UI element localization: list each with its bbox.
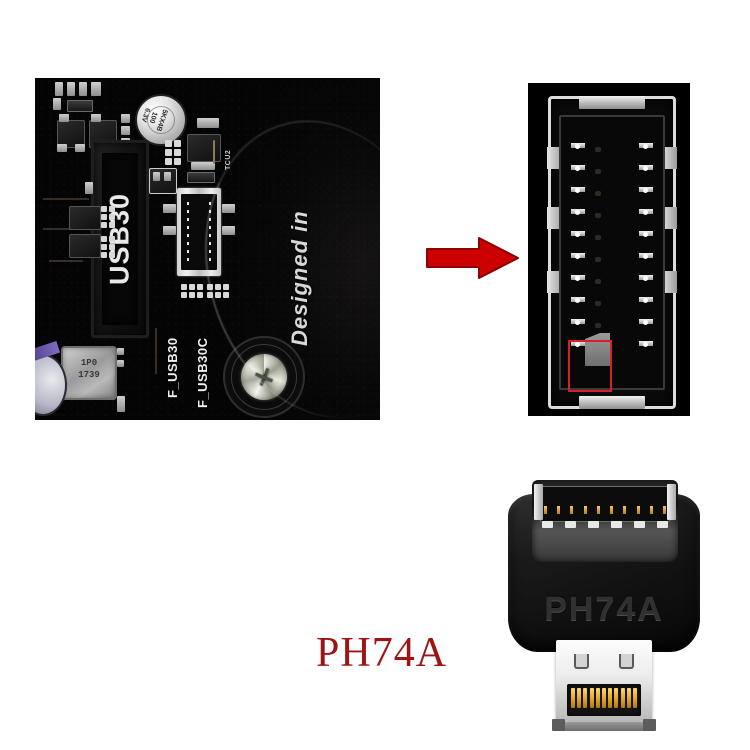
plug-cavity	[567, 684, 641, 716]
smd-pad	[121, 114, 130, 123]
pin-column-left	[571, 143, 585, 347]
type-e-pin-array	[181, 194, 217, 270]
retention-clip	[661, 147, 677, 169]
retention-clip	[661, 207, 677, 229]
solder-tab	[222, 226, 235, 235]
ic-chip	[187, 134, 221, 162]
arrow-right-icon	[426, 237, 519, 279]
adapter-side-post-left	[534, 484, 543, 520]
jumper-pin	[164, 172, 171, 181]
center-rib	[595, 147, 601, 343]
adapter-embossed-label: PH74A	[544, 590, 664, 628]
type-e-connector-onboard	[177, 188, 221, 276]
usb30-header-cavity	[102, 153, 138, 325]
pcb-trace	[43, 198, 89, 200]
solder-tab	[222, 204, 235, 213]
smd-pad	[59, 114, 69, 122]
smd-component	[79, 82, 87, 96]
shield-tab-bottom	[579, 396, 645, 409]
power-inductor: 1P0 1739	[61, 346, 117, 400]
pcb-trace	[213, 140, 215, 164]
smd-component	[85, 182, 93, 194]
jumper-pin	[153, 172, 160, 181]
red-arrow	[425, 235, 520, 281]
smd-pad	[57, 144, 67, 152]
retention-clip	[661, 271, 677, 293]
solder-tab	[163, 226, 176, 235]
highlight-box-keying-notch	[568, 340, 612, 392]
smd-pad	[91, 114, 101, 122]
ph74a-adapter: PH74A	[498, 472, 710, 734]
type-e-header-shell	[547, 96, 677, 409]
smd-component	[117, 396, 125, 412]
smd-pad	[117, 348, 124, 355]
smd-pad-array	[165, 140, 181, 165]
smd-pad	[117, 360, 124, 367]
pcb-trace	[155, 328, 157, 374]
pin-column-right	[639, 143, 653, 347]
smd-component	[53, 98, 61, 110]
smd-transistor	[57, 120, 85, 148]
silkscreen-label-f-usb30: F_USB30	[165, 337, 180, 398]
keying-notch	[585, 333, 610, 366]
mounting-screw	[223, 336, 305, 418]
branding-designed-in: Designed in	[287, 210, 312, 346]
connector-closeup-photo	[528, 83, 690, 416]
smd-resistor	[197, 118, 219, 128]
pcb-trace	[43, 228, 83, 230]
smd-component	[67, 82, 75, 96]
screw-head	[241, 354, 287, 400]
header-cavity	[559, 115, 665, 390]
smd-pad	[191, 162, 215, 170]
smd-resistor	[67, 100, 93, 112]
solder-tab	[163, 204, 176, 213]
plug-latch-right	[619, 654, 634, 669]
silkscreen-label-f-usb30c: F_USB30C	[195, 337, 210, 408]
smd-pad	[75, 144, 85, 152]
capacitor-vent	[147, 106, 175, 134]
phillips-slot-icon	[254, 367, 274, 387]
smd-pad-array	[207, 284, 229, 298]
smd-pad-array	[101, 236, 115, 258]
plug-latch-left	[574, 654, 589, 669]
adapter-top-connector	[532, 480, 678, 562]
plug-tab-right	[643, 719, 656, 731]
smd-resistor	[187, 172, 215, 183]
ic-chip	[69, 234, 101, 258]
inductor-marking-2: 1739	[78, 370, 100, 380]
adapter-top-gold-pins	[544, 506, 666, 514]
ic-chip	[69, 206, 101, 230]
pcb-trace	[49, 260, 83, 262]
shield-tab-top	[579, 96, 645, 109]
smd-pad-array	[181, 284, 203, 298]
plug-tab-left	[552, 719, 565, 731]
inductor-marking-1: 1P0	[80, 358, 98, 368]
plug-base	[556, 722, 652, 731]
adapter-bottom-plug	[552, 640, 656, 731]
smd-component	[91, 82, 101, 96]
plug-gold-pins	[571, 688, 637, 708]
adapter-top-shield-tabs	[542, 521, 668, 528]
adapter-top-slot	[540, 486, 670, 522]
smd-component	[55, 82, 63, 96]
caption-ph74a: PH74A	[316, 630, 448, 676]
adapter-side-post-right	[667, 484, 676, 520]
smd-pad-array	[101, 206, 115, 228]
electrolytic-capacitor: 5KX4B 100 6.3V	[135, 94, 187, 146]
component-ref-tcu2: TCU2	[225, 149, 232, 170]
type-e-cavity	[181, 194, 217, 270]
smd-pad	[121, 126, 130, 135]
motherboard-photo: 5KX4B 100 6.3V TCU2 USB30	[35, 78, 380, 420]
